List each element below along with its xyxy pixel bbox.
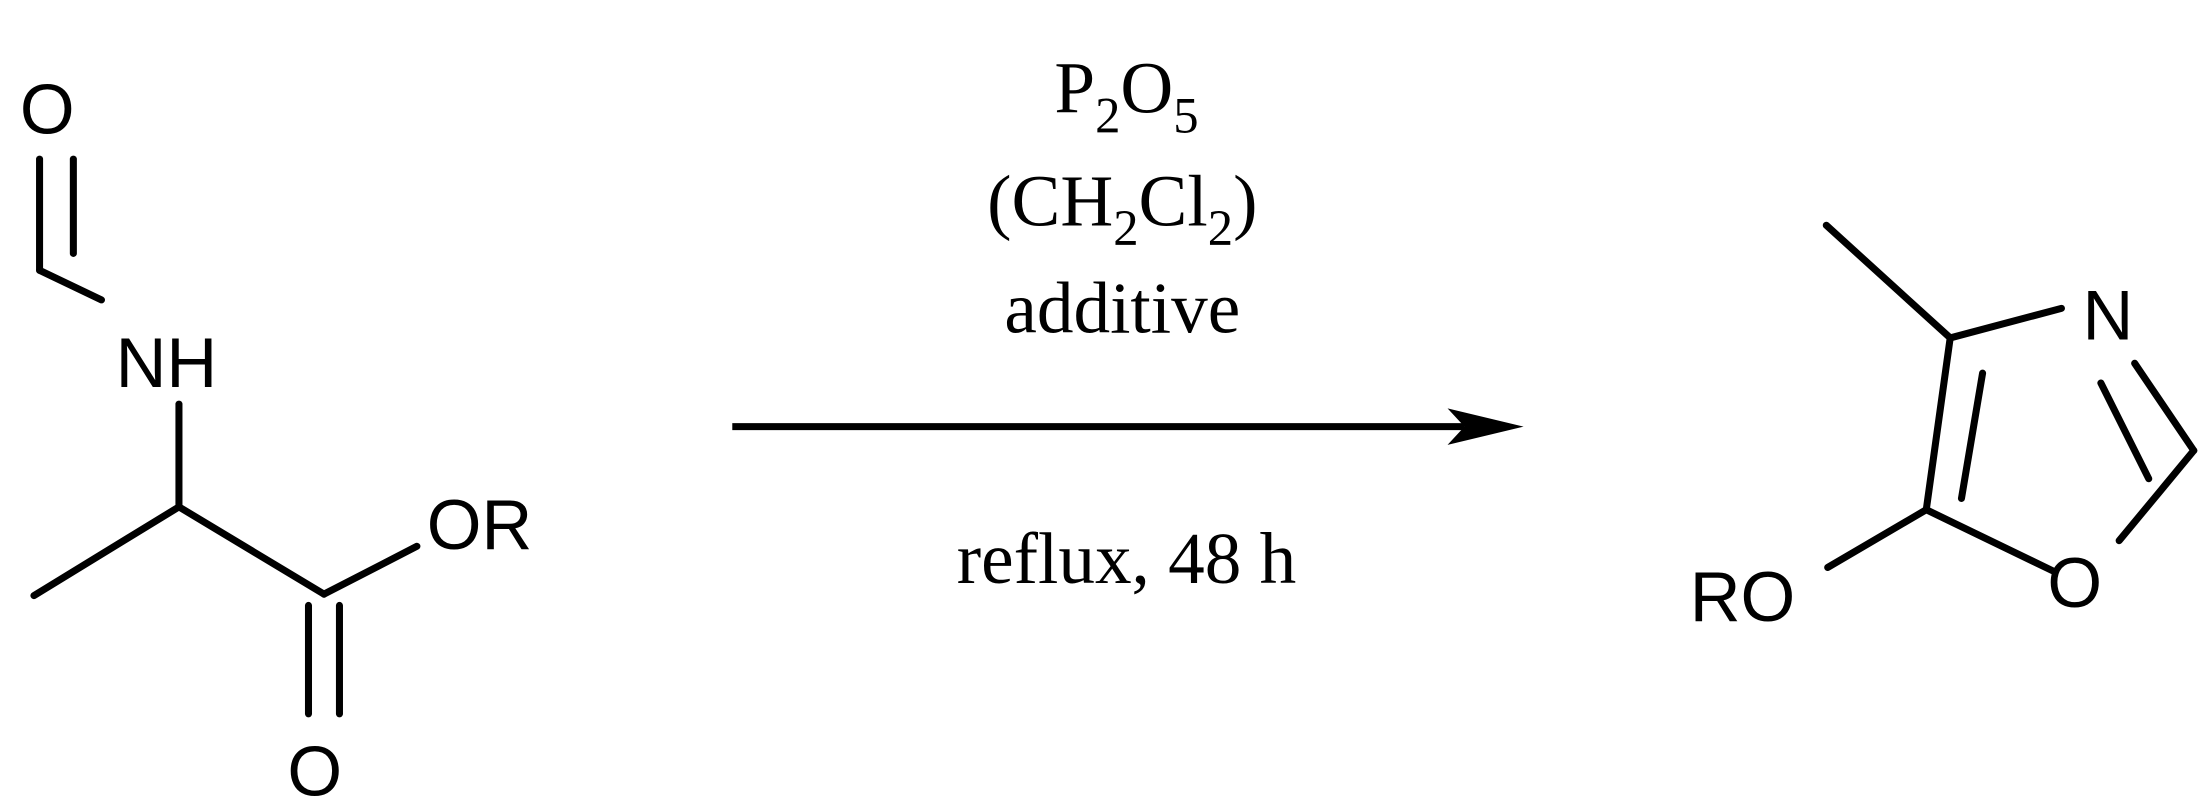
carbonyl-ester-o-bond xyxy=(320,542,421,598)
carbonyl-oxygen-label: O xyxy=(287,732,342,811)
n3-c2-double-outer xyxy=(2131,359,2198,455)
reagent-p2o5: P2O5 xyxy=(1054,48,1198,144)
c5-or-bond xyxy=(1824,506,1930,571)
calpha-carbonyl-bond xyxy=(175,503,328,598)
c4-n3-bond xyxy=(1946,304,2065,342)
nh-label: NH xyxy=(116,323,218,402)
reaction-conditions-above: P2O5 (CH2Cl2) additive xyxy=(987,48,1257,349)
ring-nitrogen-label: N xyxy=(2083,275,2134,354)
reactant-structure: O NH OR O xyxy=(20,70,532,811)
arrow-head-icon xyxy=(1447,408,1524,445)
additive-label: additive xyxy=(1004,267,1240,348)
reaction-arrow xyxy=(732,408,1524,445)
ester-or-label: OR xyxy=(427,485,533,564)
formyl-c-n-bond xyxy=(36,266,106,304)
c4-c5-double-inner xyxy=(1957,369,1987,502)
o1-c5-bond xyxy=(1922,506,2058,576)
calpha-methyl-bond xyxy=(30,503,183,600)
methyl-bond xyxy=(1822,221,1954,342)
c2-o1-bond xyxy=(2115,447,2198,545)
n3-c2-double-inner xyxy=(2097,379,2153,483)
solvent-ch2cl2: (CH2Cl2) xyxy=(987,160,1257,256)
ring-oxygen-label: O xyxy=(2047,543,2102,622)
product-structure: N O RO xyxy=(1690,221,2198,636)
formyl-oxygen-label: O xyxy=(20,70,75,149)
reflux-conditions: reflux, 48 h xyxy=(957,518,1297,599)
alkoxy-ro-label: RO xyxy=(1690,557,1796,636)
c4-c5-double-outer xyxy=(1922,334,1954,514)
